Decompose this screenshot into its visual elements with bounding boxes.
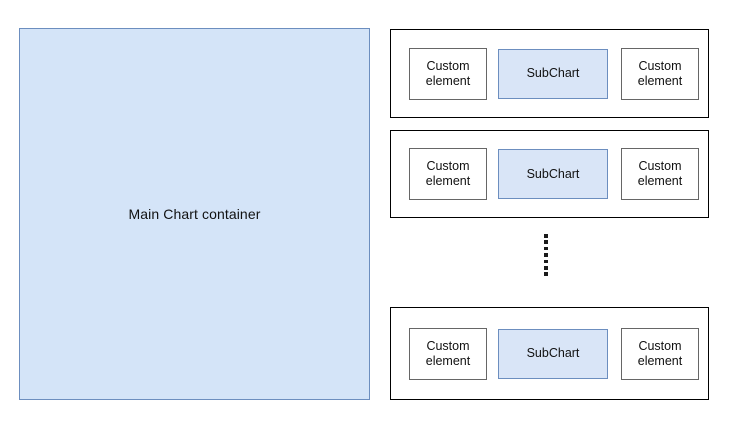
ellipsis-dot	[544, 246, 548, 251]
subchart-group-list: Custom element SubChart Custom element C…	[390, 0, 710, 421]
subchart-box[interactable]: SubChart	[498, 48, 608, 99]
custom-element-left[interactable]: Custom element	[409, 148, 487, 200]
ellipsis-dot	[544, 253, 548, 257]
custom-element-right[interactable]: Custom element	[621, 47, 699, 100]
custom-element-right[interactable]: Custom element	[621, 327, 699, 380]
ellipsis-dot	[544, 266, 548, 270]
subchart-group-2[interactable]: Custom element SubChart Custom element	[390, 130, 709, 218]
custom-element-right[interactable]: Custom element	[621, 148, 699, 200]
ellipsis-dot	[544, 272, 548, 276]
ellipsis-dot	[544, 259, 548, 264]
subchart-group-n[interactable]: Custom element SubChart Custom element	[390, 307, 709, 400]
vertical-ellipsis-icon	[543, 234, 549, 276]
custom-element-left[interactable]: Custom element	[409, 327, 487, 380]
ellipsis-dot	[544, 234, 548, 238]
subchart-box[interactable]: SubChart	[498, 149, 608, 199]
subchart-group-1[interactable]: Custom element SubChart Custom element	[390, 29, 709, 118]
custom-element-left[interactable]: Custom element	[409, 47, 487, 100]
subchart-box[interactable]: SubChart	[498, 328, 608, 379]
main-chart-container[interactable]: Main Chart container	[19, 28, 370, 400]
ellipsis-dot	[544, 240, 548, 244]
main-chart-label: Main Chart container	[128, 205, 261, 222]
